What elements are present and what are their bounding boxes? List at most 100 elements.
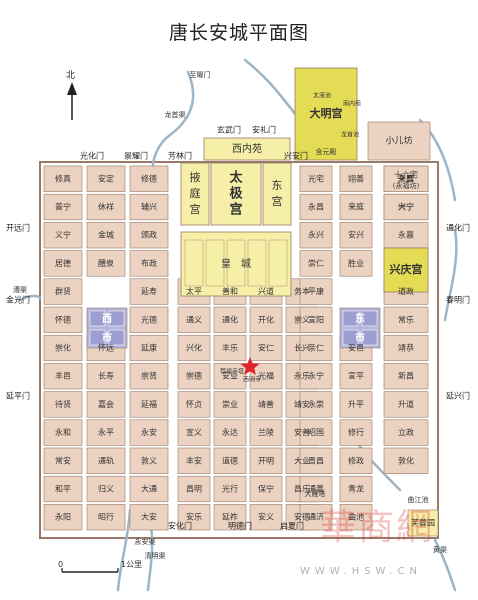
xingqing-palace bbox=[383, 247, 429, 293]
hanyuan-label: 含元殿 bbox=[316, 147, 337, 156]
ward-block bbox=[383, 306, 429, 333]
west-garden-label: 西内苑 bbox=[232, 142, 262, 155]
ward-block bbox=[129, 504, 169, 531]
ward-block bbox=[43, 419, 83, 446]
ward-label: 通轨 bbox=[98, 455, 114, 465]
gate-east-label: 延兴门 bbox=[446, 391, 470, 401]
ward-block bbox=[213, 447, 247, 474]
ward-label: 怀德 bbox=[55, 314, 71, 324]
taiji-palace-label: 极 bbox=[229, 186, 243, 202]
ward-block bbox=[299, 419, 333, 446]
ward-block bbox=[43, 278, 83, 305]
ward-block bbox=[299, 250, 333, 277]
ward-label: 晋昌 bbox=[308, 456, 324, 465]
market-cell bbox=[342, 329, 359, 346]
imperial-office bbox=[205, 239, 225, 287]
daming-palace bbox=[294, 67, 358, 161]
ward-block bbox=[213, 306, 247, 333]
pagoda-label: 大雁塔 bbox=[305, 489, 326, 498]
ward-label: 安德 bbox=[294, 512, 310, 522]
star-label: 西明寺 bbox=[243, 376, 261, 384]
ward-label: 和平 bbox=[55, 485, 71, 494]
ward-label: 升平 bbox=[348, 400, 364, 409]
ward-label: 道德 bbox=[222, 455, 238, 465]
ward-label: 永兴 bbox=[308, 230, 324, 240]
ward-label: 新昌 bbox=[398, 371, 414, 381]
ward-block bbox=[339, 165, 373, 192]
ward-label: 光宅 bbox=[308, 173, 324, 183]
gate-west-label: 延平门 bbox=[6, 391, 30, 401]
ward-label: 兴化 bbox=[186, 343, 202, 353]
ward-label: 义宁 bbox=[55, 230, 71, 240]
ward-label: 安乐 bbox=[186, 512, 202, 522]
ward-label: 金城 bbox=[98, 230, 114, 240]
ward-block bbox=[43, 334, 83, 362]
ward-label: 崇德 bbox=[186, 371, 202, 381]
ward-block bbox=[129, 391, 169, 418]
ward-label: 布政 bbox=[141, 258, 157, 268]
gate-north-label: 玄武门 bbox=[217, 125, 241, 135]
ward-block bbox=[129, 419, 169, 446]
taiji-palace-label: 太 bbox=[228, 170, 243, 186]
north-label: 北 bbox=[66, 70, 75, 81]
ward-label: 光德 bbox=[141, 314, 157, 324]
ward-label: 开明 bbox=[258, 456, 274, 465]
donggong-palace-label: 宫 bbox=[272, 194, 283, 208]
ward-label: 兰陵 bbox=[258, 427, 274, 437]
star-marker-icon bbox=[240, 357, 260, 375]
gate-south-label: 安化门 bbox=[168, 521, 192, 531]
palaces-layer bbox=[180, 67, 439, 537]
ward-label: 崇化 bbox=[55, 343, 71, 353]
ward-block bbox=[43, 475, 83, 503]
gate-north-label: 兴安门 bbox=[284, 151, 308, 161]
ward-label: 太平 bbox=[186, 286, 202, 296]
ward-block bbox=[249, 391, 283, 418]
ward-label: 宣义 bbox=[186, 427, 202, 437]
ward-label: 开化 bbox=[258, 314, 274, 324]
ward-label: 崇义 bbox=[294, 315, 310, 324]
ward-label: 亲仁 bbox=[308, 343, 324, 353]
labels-layer: 修真安定修德普宁休祥辅兴义宁金城颁政居德醴泉布政群贤延寿怀德光德崇化怀远延康丰邑… bbox=[13, 70, 447, 560]
yeting-palace-label: 庭 bbox=[190, 186, 201, 200]
ward-block bbox=[249, 475, 283, 503]
ward-block bbox=[383, 391, 429, 418]
yeting-palace-label: 宫 bbox=[190, 202, 201, 216]
ward-label: 来庭 bbox=[398, 173, 414, 183]
page-title: 唐长安城平面图 bbox=[168, 22, 309, 44]
ward-label: 宣阳 bbox=[308, 314, 324, 324]
ward-block bbox=[299, 475, 333, 503]
ward-label: 永达 bbox=[222, 427, 238, 437]
ward-label: 普宁 bbox=[55, 202, 71, 212]
pagoda-label: 荐福寺塔 bbox=[220, 368, 244, 376]
yeting-palace bbox=[180, 162, 210, 226]
scale-zero: 0 bbox=[58, 560, 63, 569]
ward-label: 胜业 bbox=[348, 258, 364, 268]
ward-label: 常安 bbox=[55, 455, 71, 465]
ward-block bbox=[213, 504, 247, 531]
ward-block bbox=[86, 504, 126, 531]
taiji-palace-label: 宫 bbox=[229, 202, 242, 218]
ward-block bbox=[339, 193, 373, 221]
ward-label: 翊善 bbox=[348, 173, 364, 183]
ward-block bbox=[86, 363, 126, 390]
shiliuzhai-label: 十六宅 bbox=[394, 170, 418, 180]
ward-label: 大安 bbox=[141, 512, 157, 522]
ward-block bbox=[299, 222, 333, 249]
ward-label: 靖恭 bbox=[398, 343, 414, 353]
ward-block bbox=[129, 165, 169, 192]
river-label: 至曜门 bbox=[190, 70, 211, 79]
ward-label: 安义 bbox=[258, 512, 274, 522]
ward-block bbox=[299, 391, 333, 418]
ward-block bbox=[299, 447, 333, 474]
ward-block bbox=[177, 419, 211, 446]
ward-block bbox=[299, 334, 333, 362]
ward-block bbox=[383, 193, 429, 221]
gate-south-label: 明德门 bbox=[228, 521, 252, 531]
qujiang-label: 曲江池 bbox=[408, 495, 429, 504]
ward-block bbox=[43, 306, 83, 333]
ward-label: 安业 bbox=[222, 371, 238, 381]
ward-block bbox=[249, 363, 283, 390]
ward-block bbox=[43, 363, 83, 390]
ward-label: 安兴 bbox=[348, 230, 364, 240]
